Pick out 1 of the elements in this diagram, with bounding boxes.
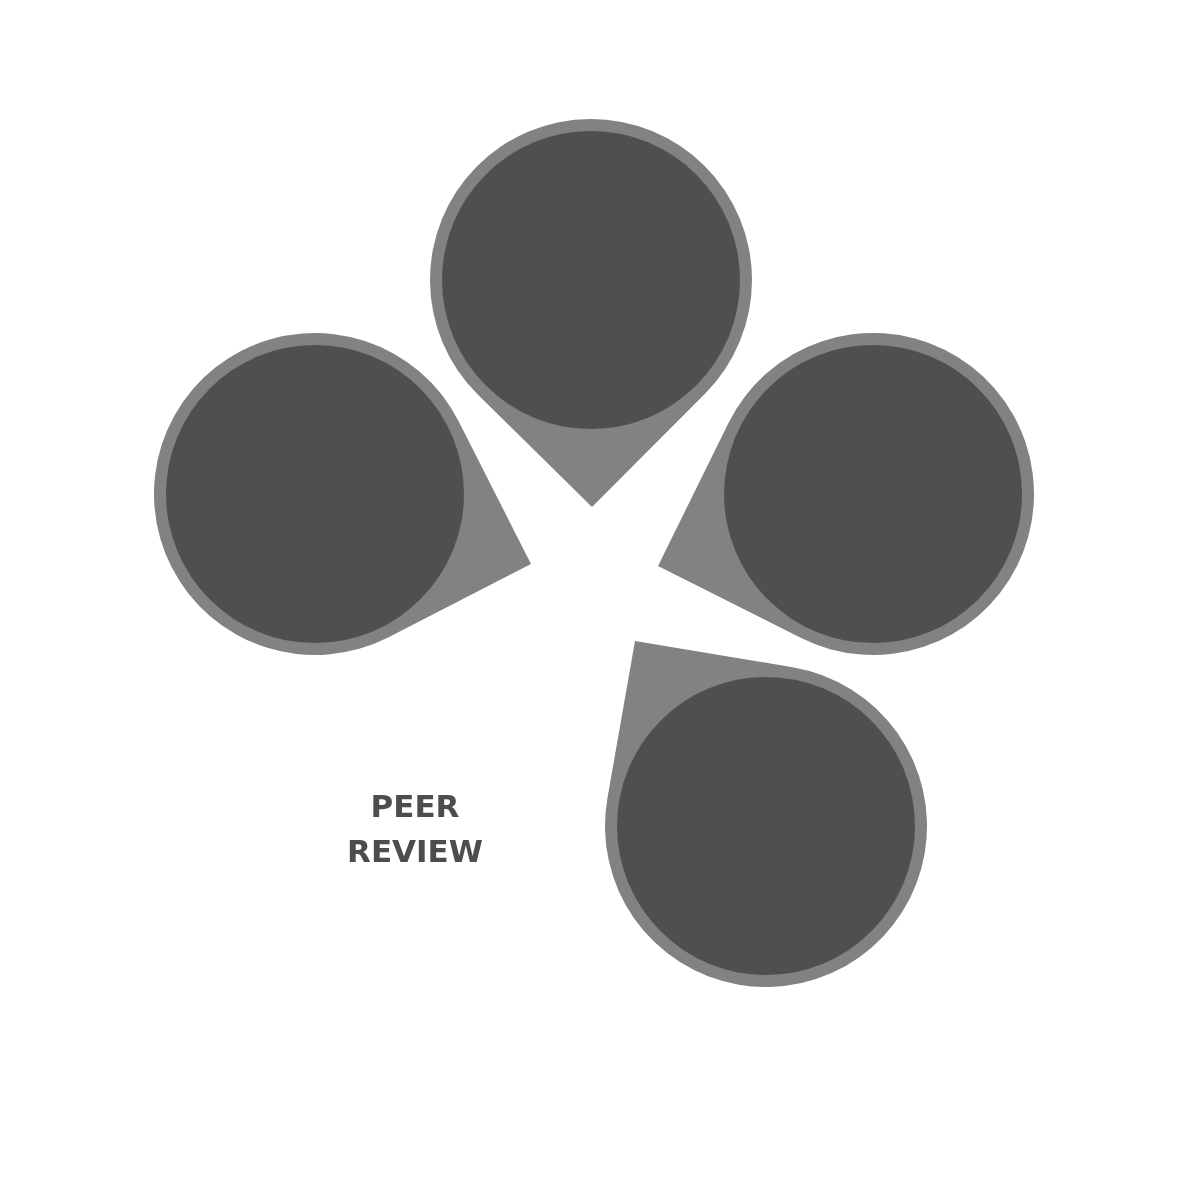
- title-text: PEER REVIEW: [346, 787, 484, 871]
